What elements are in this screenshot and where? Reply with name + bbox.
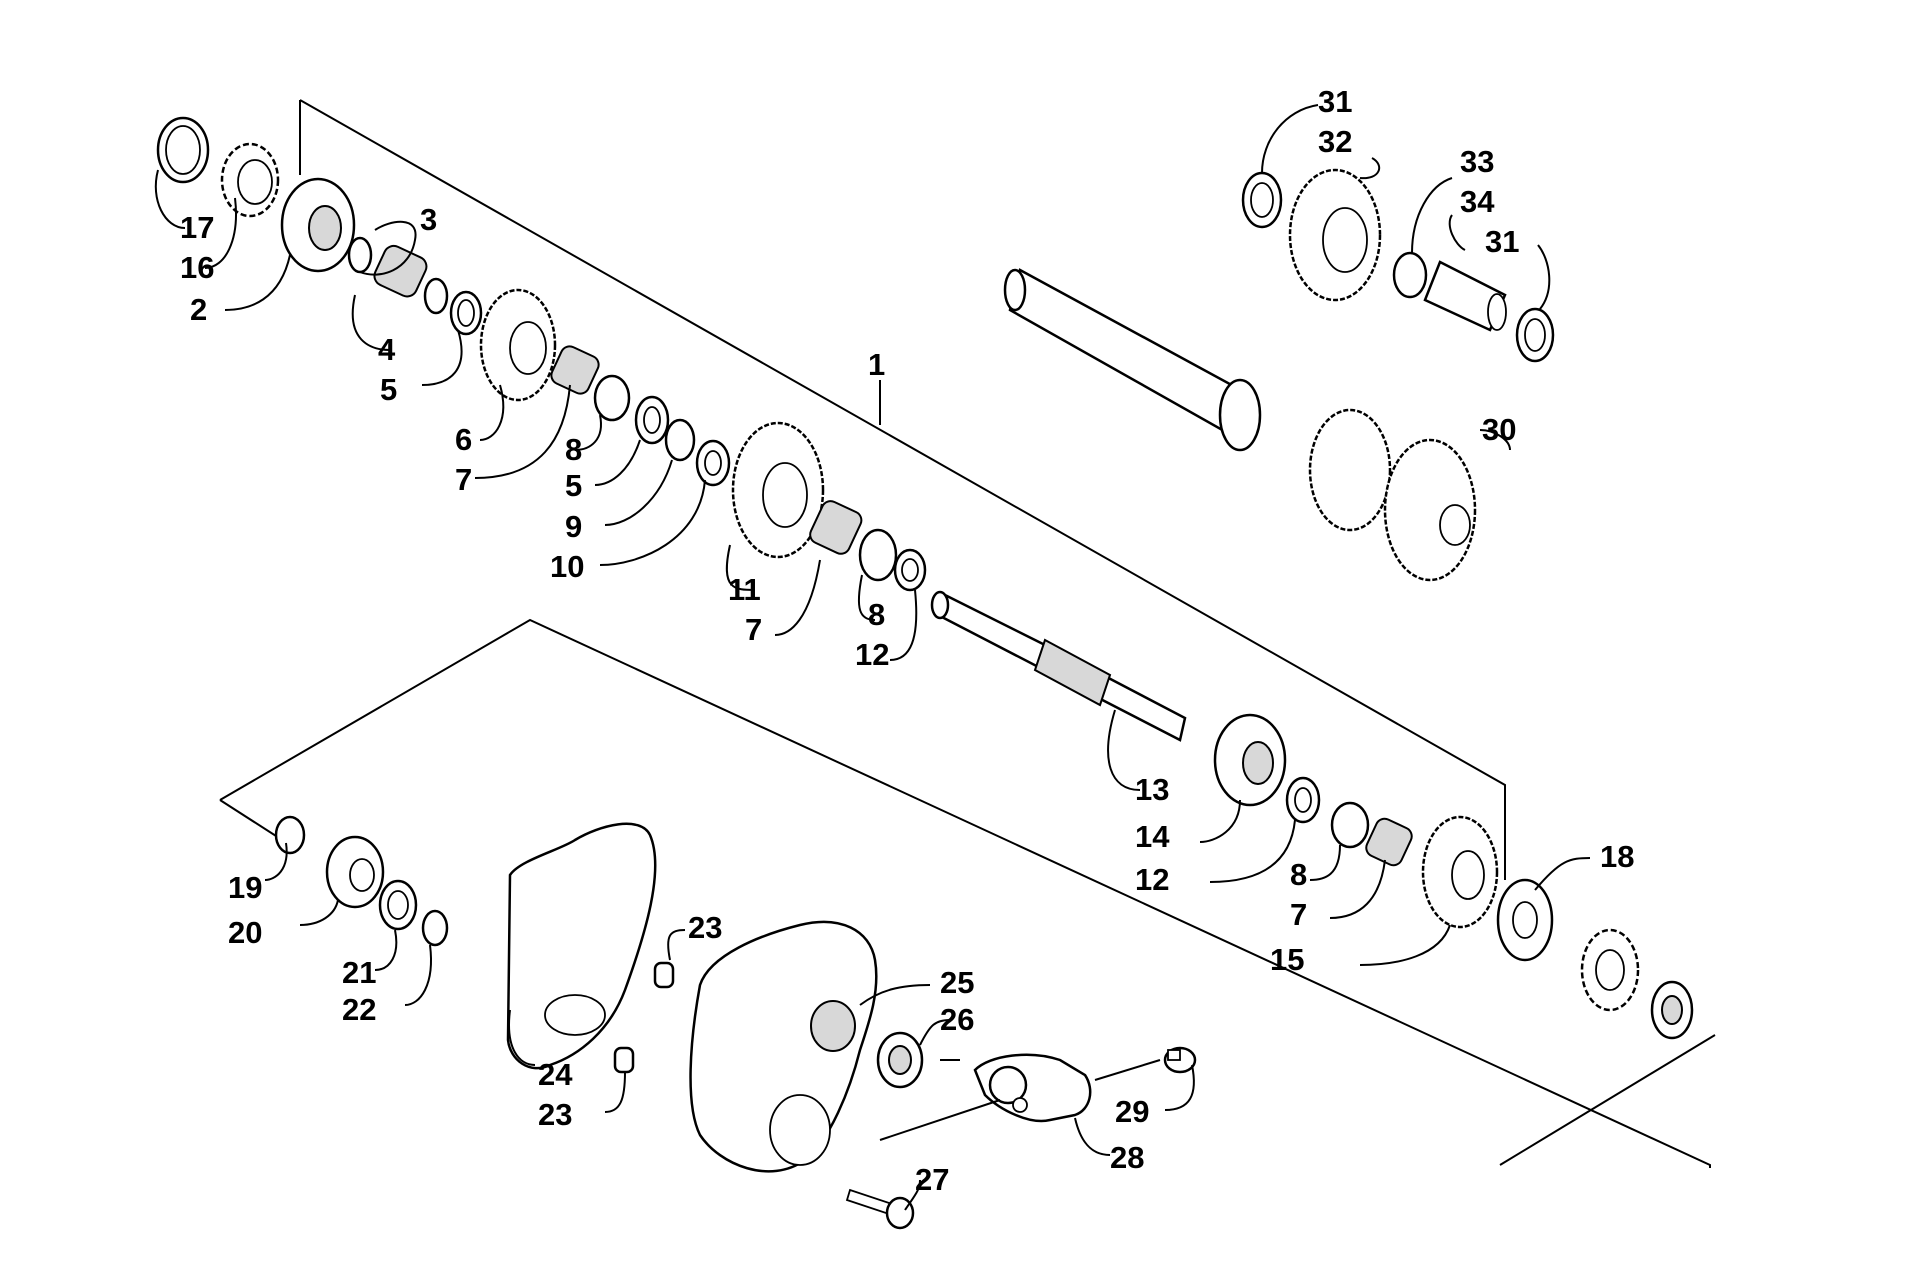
- dowel-pin-23b: [613, 1046, 635, 1074]
- callout-31a: 31: [1318, 84, 1352, 119]
- callout-5b: 5: [565, 468, 582, 503]
- spacer-34: [1423, 260, 1507, 332]
- callout-10: 10: [550, 549, 584, 584]
- callout-17: 17: [180, 210, 214, 245]
- callout-8c: 8: [1290, 857, 1307, 892]
- callout-7b: 7: [745, 612, 762, 647]
- needle-bearing-4: [373, 244, 428, 298]
- washer-21: [378, 879, 418, 931]
- callout-12b: 12: [1135, 862, 1169, 897]
- needle-bearing-7a: [550, 345, 600, 395]
- callout-4: 4: [378, 332, 396, 367]
- seal-26: [876, 1031, 924, 1089]
- callout-23a: 23: [688, 910, 722, 945]
- gasket-24: [506, 822, 657, 1070]
- callout-1: 1: [868, 347, 885, 382]
- callout-30: 30: [1482, 412, 1516, 447]
- clutch-dog-2: [280, 177, 356, 273]
- callout-29: 29: [1115, 1094, 1149, 1129]
- gear-11: [731, 421, 825, 559]
- circlip-3a: [347, 236, 373, 274]
- callout-5a: 5: [380, 372, 397, 407]
- gear-15: [1421, 815, 1499, 929]
- washer-31b: [1515, 307, 1555, 363]
- bushing-33: [1392, 251, 1428, 299]
- callout-labels: 1 2 3 4 5 6 7 8 5 9 10 11 7 8 12 13 14 1…: [180, 84, 1634, 1197]
- callout-23b: 23: [538, 1097, 572, 1132]
- callout-15: 15: [1270, 942, 1304, 977]
- lock-washer-9: [664, 418, 696, 462]
- callout-27: 27: [915, 1162, 949, 1197]
- gear-16: [220, 142, 280, 218]
- washer-31a: [1241, 171, 1283, 229]
- callout-24: 24: [538, 1057, 573, 1092]
- callout-26: 26: [940, 1002, 974, 1037]
- bushing-8a: [593, 374, 631, 422]
- callout-9: 9: [565, 509, 582, 544]
- clutch-dog-14: [1213, 713, 1287, 807]
- callout-11: 11: [728, 572, 761, 607]
- dowel-pin-23a: [653, 961, 675, 989]
- callout-7a: 7: [455, 462, 472, 497]
- countershaft-30: [1003, 268, 1477, 582]
- nut-20: [325, 835, 385, 909]
- washer-12b: [1285, 776, 1321, 824]
- callout-21: 21: [342, 955, 376, 990]
- seal-lower: [1650, 980, 1694, 1040]
- thrust-washer-18: [1496, 878, 1554, 962]
- bolt-27: [845, 1188, 915, 1230]
- callout-2: 2: [190, 292, 207, 327]
- callout-25: 25: [940, 965, 974, 1000]
- gear-32: [1288, 168, 1382, 302]
- callout-31b: 31: [1485, 224, 1519, 259]
- callout-33: 33: [1460, 144, 1494, 179]
- callout-28: 28: [1110, 1140, 1144, 1175]
- callout-16: 16: [180, 250, 214, 285]
- callout-7c: 7: [1290, 897, 1307, 932]
- callout-20: 20: [228, 915, 262, 950]
- callout-34: 34: [1460, 184, 1495, 219]
- bolt-29: [1163, 1046, 1197, 1074]
- needle-bearing-7c: [1365, 817, 1413, 867]
- callout-8a: 8: [565, 432, 582, 467]
- callout-3: 3: [420, 202, 437, 237]
- leader-lines: [154, 104, 1591, 1211]
- bushing-8c: [1330, 801, 1370, 849]
- callout-6: 6: [455, 422, 472, 457]
- speed-sensor-28: [973, 1053, 1092, 1123]
- circlip-19: [274, 815, 306, 855]
- main-shaft-13: [930, 590, 1187, 742]
- washer-12a: [893, 548, 927, 592]
- washer-10: [695, 439, 731, 487]
- callout-18: 18: [1600, 839, 1634, 874]
- needle-bearing-7b: [809, 500, 863, 555]
- callout-14: 14: [1135, 819, 1170, 854]
- washer-5b: [634, 395, 670, 445]
- gearcase-cover: [689, 920, 878, 1173]
- assembly-bracket-1: [299, 99, 1506, 880]
- washer-5a: [449, 290, 483, 336]
- callout-32: 32: [1318, 124, 1352, 159]
- bushing-8b: [858, 528, 898, 582]
- thrust-washer-17: [156, 116, 210, 184]
- circlip-22: [421, 909, 449, 947]
- circlip-3b: [423, 277, 449, 315]
- bearing-lower: [1580, 928, 1640, 1012]
- callout-13: 13: [1135, 772, 1169, 807]
- gear-6: [479, 288, 557, 402]
- callout-22: 22: [342, 992, 376, 1027]
- callout-12a: 12: [855, 637, 889, 672]
- callout-8b: 8: [868, 597, 885, 632]
- callout-19: 19: [228, 870, 262, 905]
